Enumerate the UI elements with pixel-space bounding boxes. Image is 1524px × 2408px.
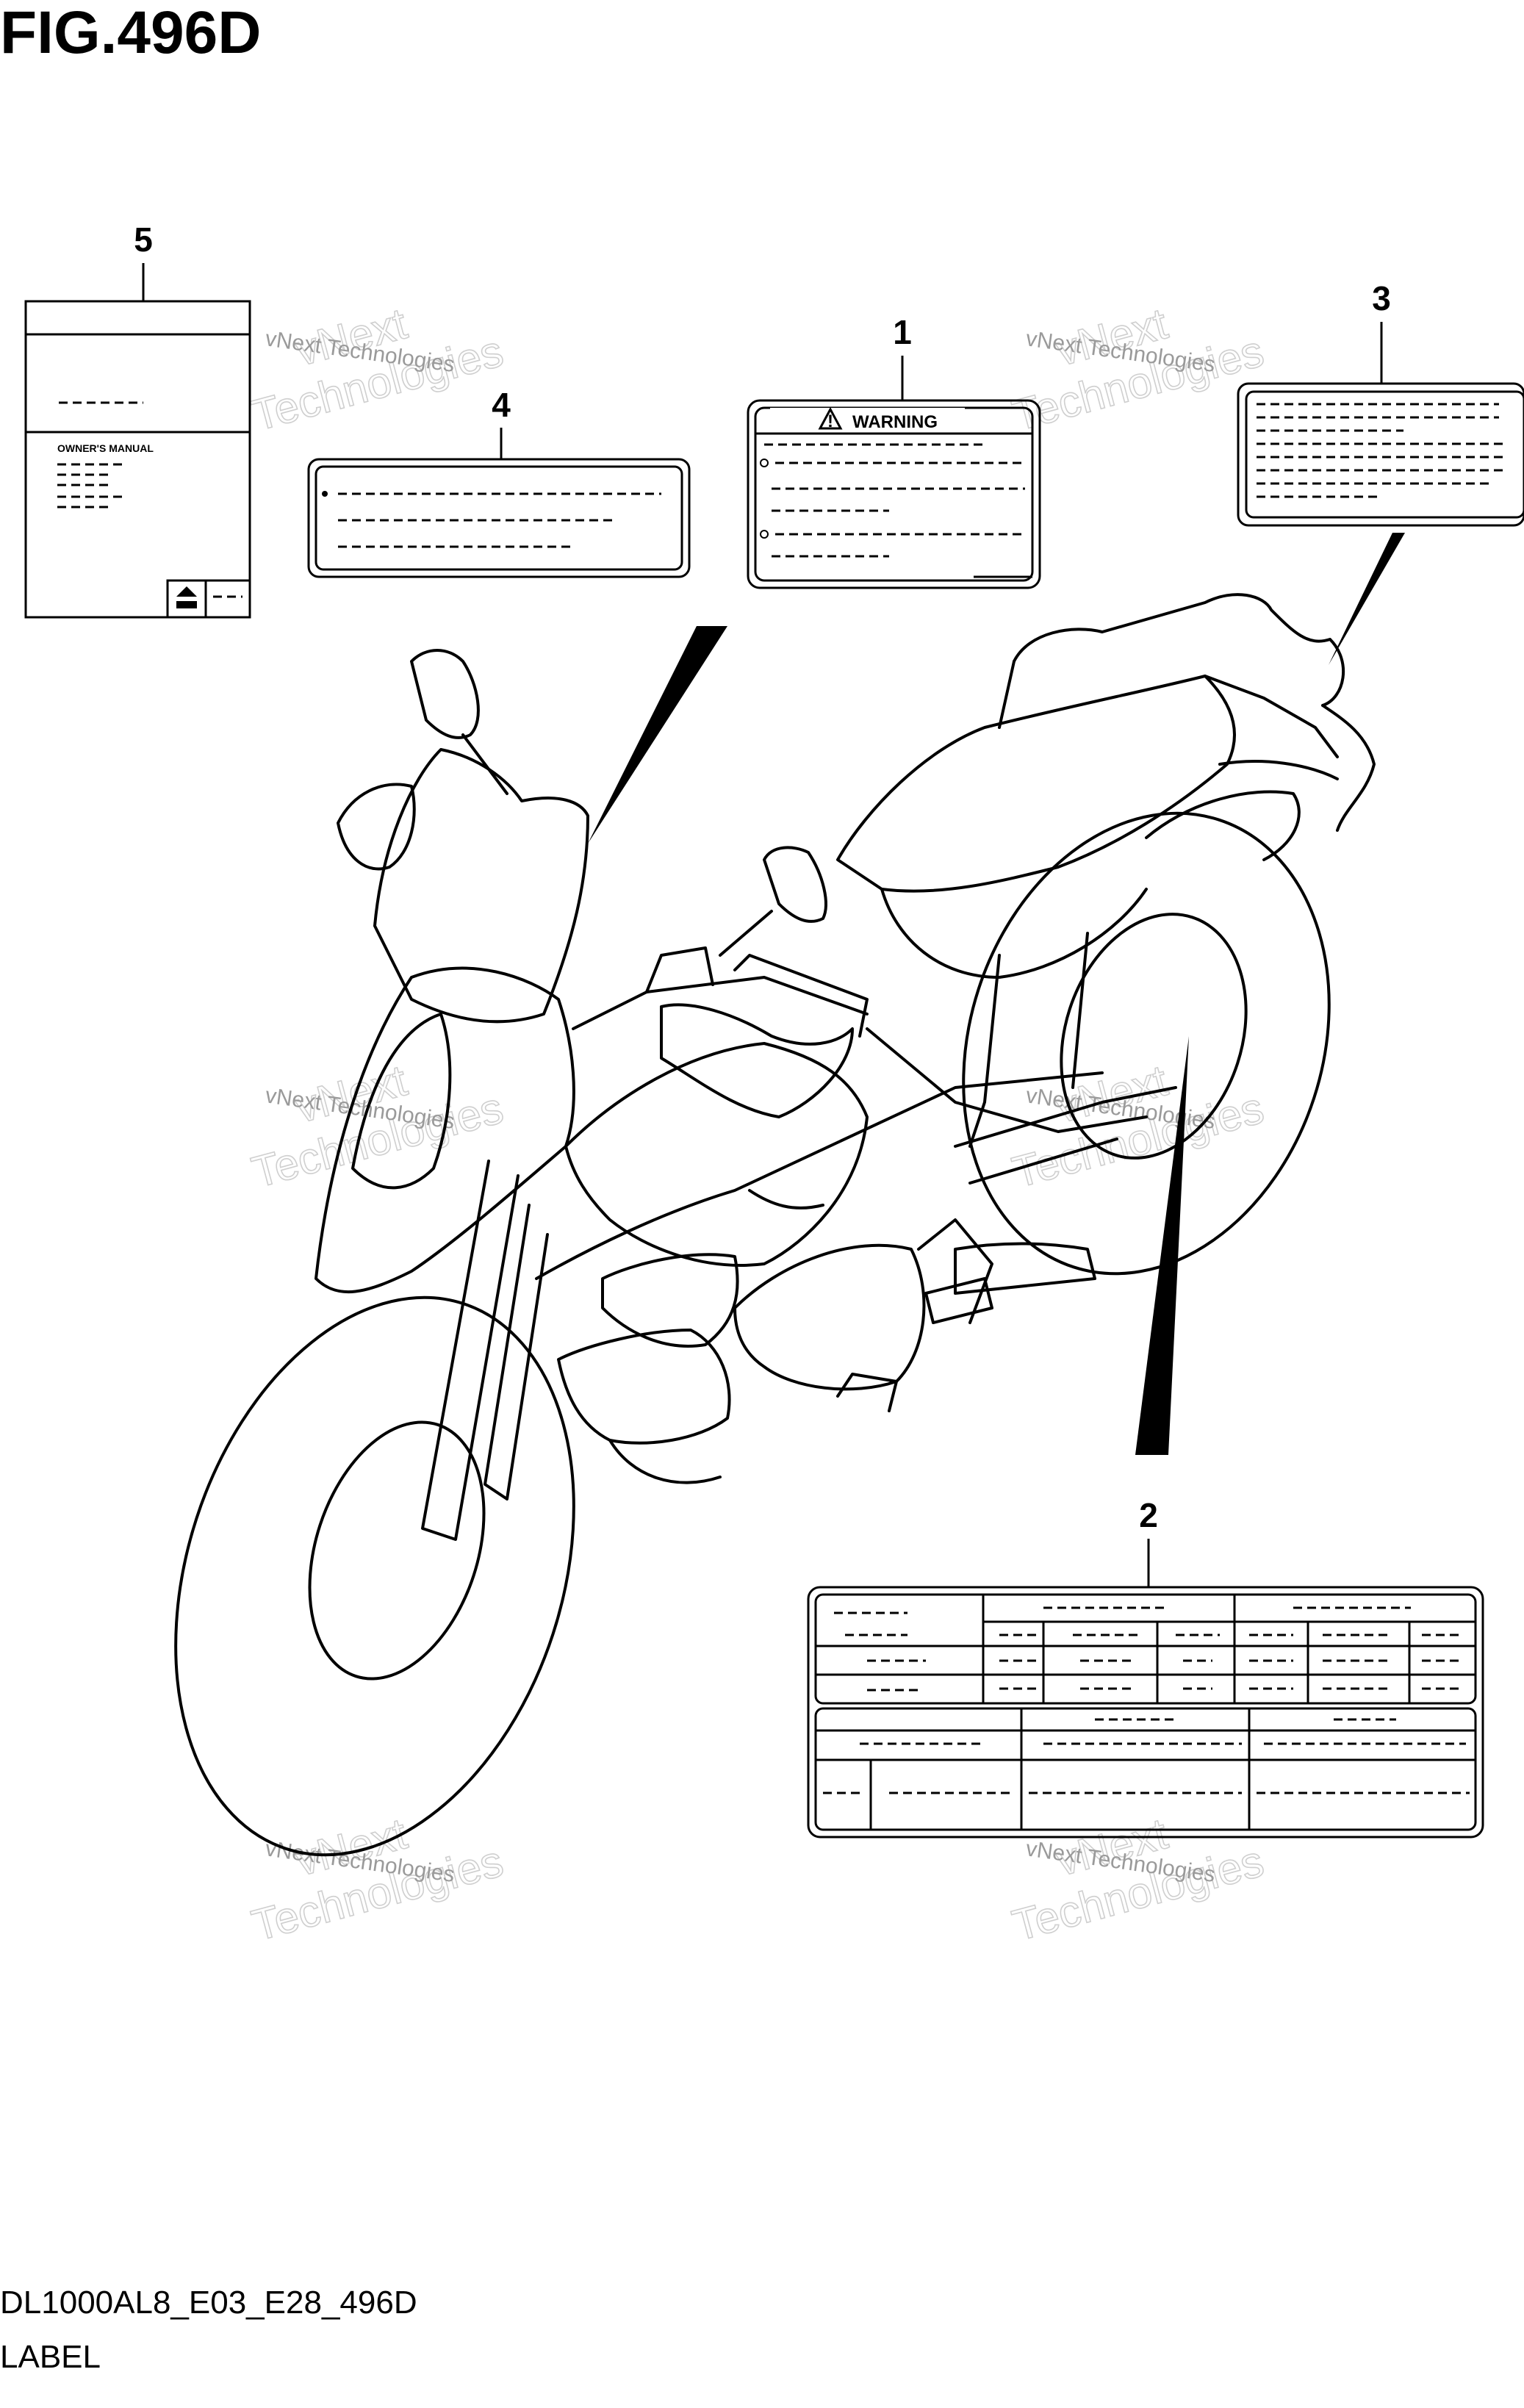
watermark: Technologies vNext vNext Technologies xyxy=(246,1055,508,1198)
front-wheel xyxy=(174,1295,575,1857)
leader-label-2 xyxy=(1135,1036,1189,1455)
manual-heading: OWNER'S MANUAL xyxy=(57,442,154,454)
front-rim xyxy=(308,1420,486,1681)
callout-5: 5 xyxy=(134,220,153,259)
callout-1: 1 xyxy=(893,313,912,351)
label-4: 4 xyxy=(307,386,691,578)
leader-lines xyxy=(588,533,1405,1455)
callout-4: 4 xyxy=(492,386,511,424)
leader-label-4 xyxy=(588,626,727,844)
svg-text:!: ! xyxy=(827,411,833,431)
watermark: Technologies vNext vNext Technologies xyxy=(1007,298,1269,441)
manual-book-icon xyxy=(176,586,197,608)
figure-code: DL1000AL8_E03_E28_496D xyxy=(0,2285,417,2321)
warning-label: 1 ! WARNING xyxy=(747,313,1041,589)
warning-heading: WARNING xyxy=(852,412,938,432)
motorcycle-drawing xyxy=(174,593,1376,1857)
rear-rim xyxy=(1060,913,1248,1160)
owners-manual-label: 5 OWNER'S MANUAL xyxy=(24,220,251,619)
warning-triangle-icon xyxy=(818,406,843,430)
callout-2: 2 xyxy=(1139,1496,1158,1534)
rear-wheel xyxy=(962,811,1331,1276)
watermark: Technologies vNext vNext Technologies xyxy=(246,1808,508,1951)
watermark: Technologies vNext vNext Technologies xyxy=(246,298,508,441)
leader-label-3 xyxy=(1329,533,1405,665)
figure-title: FIG.496D xyxy=(0,0,261,66)
figure-caption: LABEL xyxy=(0,2339,101,2375)
tire-info-label: 2 xyxy=(807,1496,1484,1839)
label-3: 3 xyxy=(1237,279,1524,527)
watermark: Technologies vNext vNext Technologies xyxy=(1007,1055,1269,1198)
callout-3: 3 xyxy=(1372,279,1391,317)
